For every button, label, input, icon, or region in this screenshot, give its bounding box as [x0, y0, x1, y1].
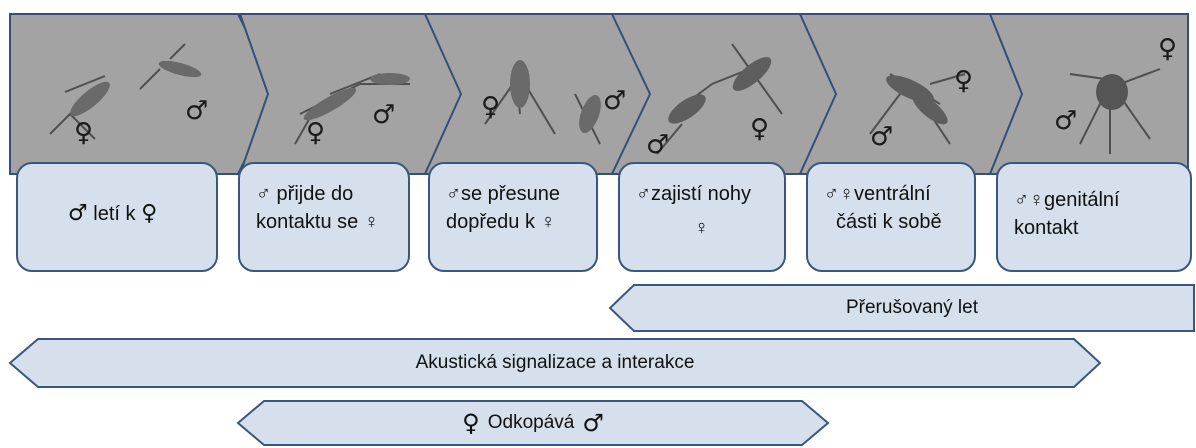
female-symbol: ♀: [306, 120, 325, 146]
female-symbol: ♀: [462, 409, 480, 437]
caption-flies-to: ♂ letí k ♀: [16, 162, 218, 272]
caption-line-2: dopředu k ♀: [446, 208, 584, 236]
caption-genital-contact: ♂♀genitální kontakt: [996, 162, 1192, 272]
female-symbol: ♀: [1158, 36, 1177, 62]
female-symbol: ♀: [141, 201, 157, 226]
caption-line-1: ♂♀ventrální: [824, 180, 962, 208]
caption-moves-forward: ♂se přesune dopředu k ♀: [428, 162, 598, 272]
caption-text: letí k: [88, 203, 141, 225]
female-symbol: ♀: [74, 120, 93, 146]
arrow-kicks-away: ♀ Odkopává ♂: [236, 400, 830, 446]
male-symbol: ♂: [68, 201, 88, 226]
caption-line-2: ♀: [636, 214, 772, 242]
female-symbol: ♀: [954, 68, 973, 94]
female-symbol: ♀: [750, 116, 769, 142]
male-symbol: ♂: [185, 98, 208, 124]
caption-line-1: ♂ přijde do: [256, 180, 396, 208]
caption-line-1: ♂zajistí nohy: [636, 180, 772, 208]
caption-line-2: kontaktu se ♀: [256, 208, 396, 236]
caption-secures-legs: ♂zajistí nohy ♀: [618, 162, 786, 272]
caption-line-2: části k sobě: [824, 208, 962, 236]
caption-contact: ♂ přijde do kontaktu se ♀: [238, 162, 410, 272]
arrow-label: Akustická signalizace a interakce: [416, 352, 695, 374]
arrow-acoustic-signaling: Akustická signalizace a interakce: [8, 338, 1102, 388]
female-symbol: ♀: [481, 94, 500, 120]
caption-line-2: kontakt: [1014, 214, 1178, 242]
caption-line-1: ♂se přesune: [446, 180, 584, 208]
caption-ventral: ♂♀ventrální části k sobě: [806, 162, 976, 272]
male-symbol: ♂: [1054, 108, 1077, 134]
photo-frame-6: ♀ ♂: [990, 14, 1190, 174]
male-symbol: ♂: [582, 409, 604, 437]
male-symbol: ♂: [870, 124, 893, 150]
arrow-label: Přerušovaný let: [846, 297, 978, 319]
caption-line-1: ♂♀genitální: [1014, 180, 1178, 214]
arrow-label: Odkopává: [488, 412, 575, 434]
male-symbol: ♂: [372, 102, 395, 128]
arrow-interrupted-flight: Přerušovaný let: [608, 284, 1196, 332]
male-symbol: ♂: [646, 132, 669, 158]
